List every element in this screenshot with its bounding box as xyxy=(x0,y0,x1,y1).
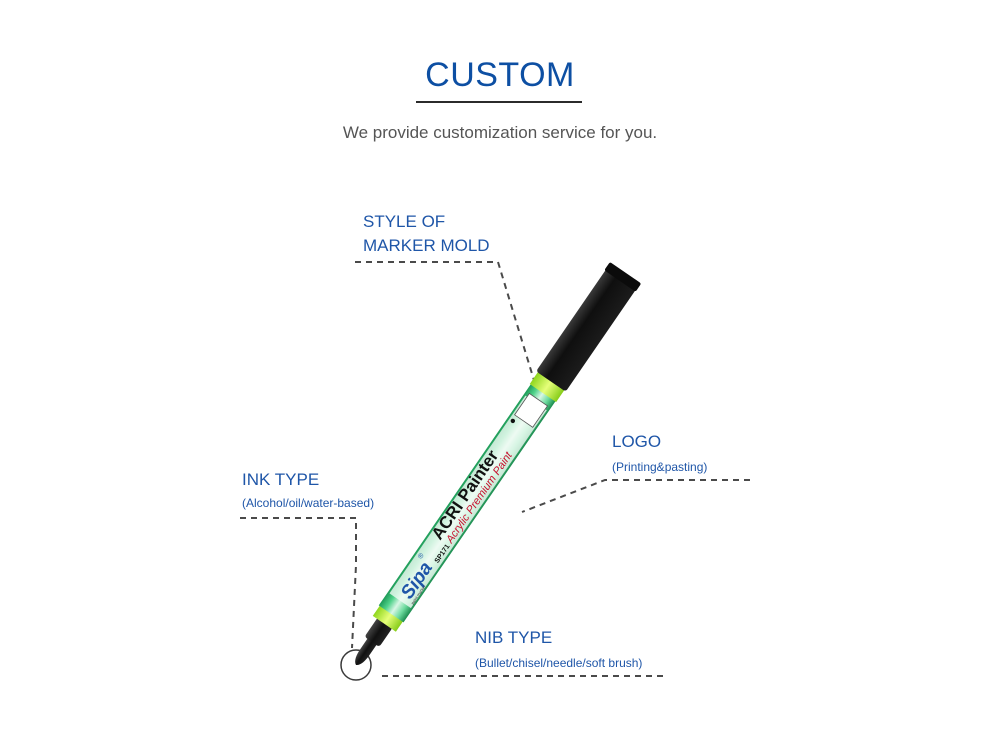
page-subtitle: We provide customization service for you… xyxy=(342,123,658,142)
title-underline xyxy=(416,101,582,103)
nib-detail: (Bullet/chisel/needle/soft brush) xyxy=(475,656,643,670)
barrel-badge xyxy=(514,392,549,428)
label-panel xyxy=(389,395,547,609)
nib-label: NIB TYPE xyxy=(475,628,553,647)
mold-label: STYLE OF MARKER MOLD xyxy=(363,212,490,255)
nib-tip xyxy=(355,637,378,666)
logo-callout-line xyxy=(521,479,750,513)
ink-label: INK TYPE xyxy=(242,470,320,489)
marker-pen: Sipa ® SP171 ACRI Painter Acrylic Premiu… xyxy=(355,262,641,666)
page-title: CUSTOM xyxy=(425,56,575,94)
nib-collar xyxy=(365,618,392,646)
mold-callout-line xyxy=(355,261,541,401)
upper-band xyxy=(529,370,566,403)
cap xyxy=(537,265,639,391)
nib-highlight-circle xyxy=(340,649,372,681)
ink-detail: (Alcohol/oil/water-based) xyxy=(242,496,375,510)
badge-dot xyxy=(510,418,516,424)
cap-end xyxy=(605,262,641,291)
pen-brand-mark: ® xyxy=(416,551,426,560)
logo-detail: (Printing&pasting) xyxy=(612,460,708,474)
ink-callout-line xyxy=(240,517,357,649)
lower-band xyxy=(372,604,404,632)
logo-label: LOGO xyxy=(612,432,662,451)
